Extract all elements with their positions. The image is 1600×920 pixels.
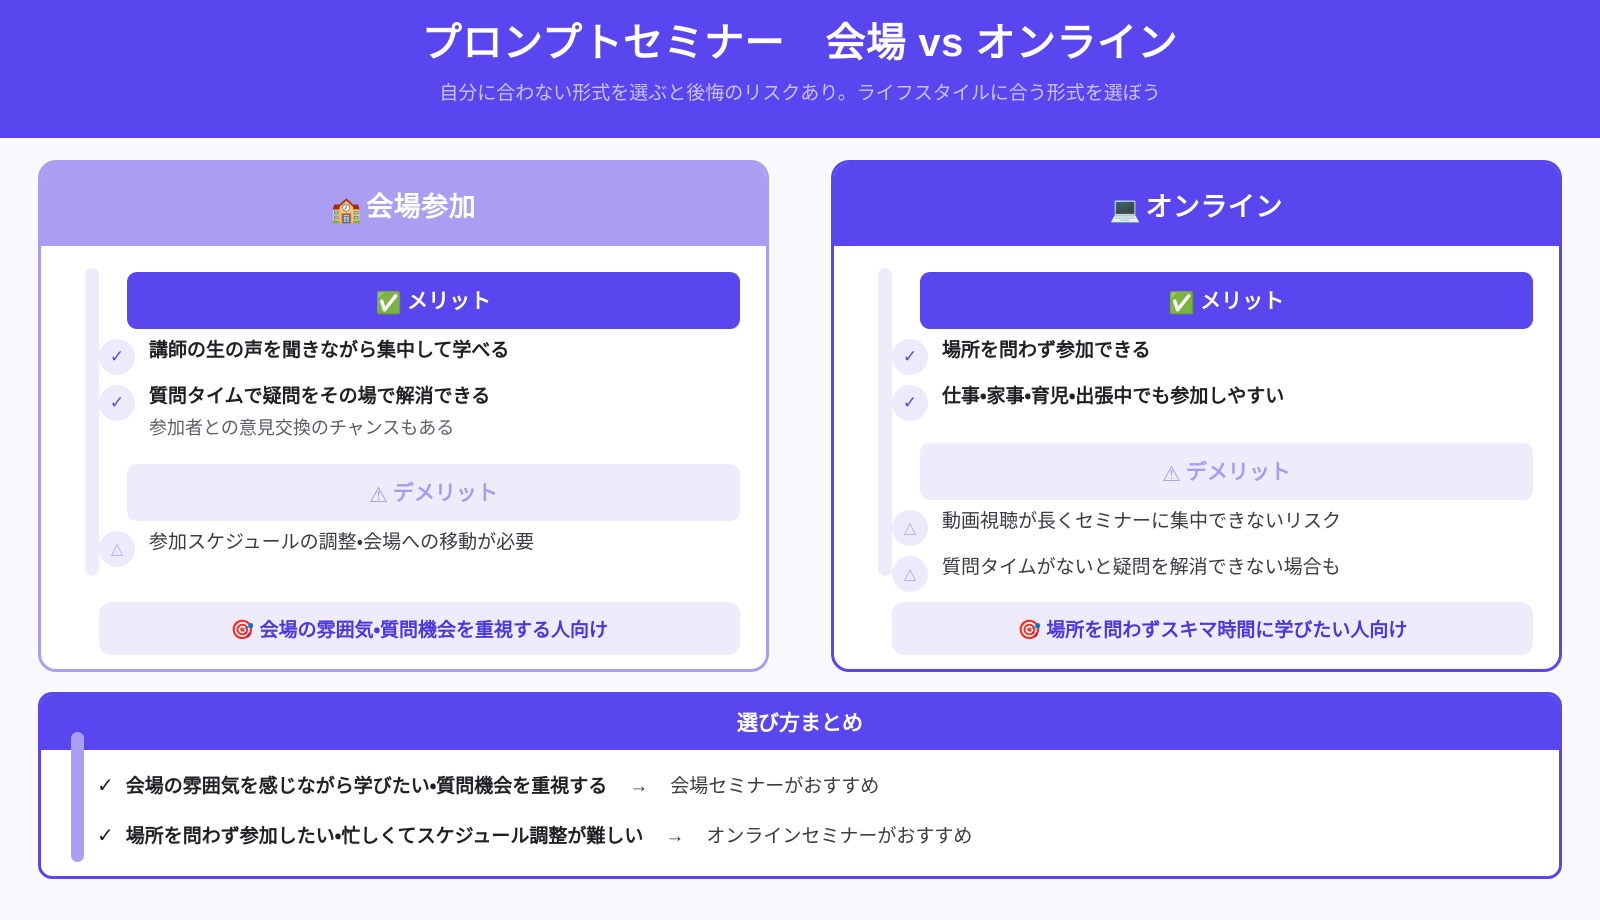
venue-footer-note: 🎯会場の雰囲気・質問機会を重視する人向け	[99, 602, 740, 655]
warning-icon: ⚠	[1162, 463, 1181, 486]
list-item: ✓ 講師の生の声を聞きながら集中して学べる	[99, 335, 740, 375]
venue-demerit-list: △ 参加スケジュールの調整・会場への移動が必要	[99, 527, 740, 567]
card-online-header: 💻オンライン	[834, 163, 1559, 246]
list-item: △ 参加スケジュールの調整・会場への移動が必要	[99, 527, 740, 567]
venue-merit-header: ✅メリット	[127, 272, 740, 329]
card-venue-title: 会場参加	[366, 192, 477, 222]
list-item-title: 参加スケジュールの調整・会場への移動が必要	[149, 531, 535, 553]
online-demerit-list: △ 動画視聴が長くセミナーに集中できないリスク △ 質問タイムがないと疑問を解消…	[892, 506, 1533, 592]
summary-section: 選び方まとめ ✓ 会場の雰囲気を感じながら学びたい・質問機会を重視する → 会場…	[38, 692, 1562, 879]
school-icon: 🏫	[330, 196, 363, 224]
list-item: ✓ 場所を問わず参加できる	[892, 335, 1533, 375]
summary-body: ✓ 会場の雰囲気を感じながら学びたい・質問機会を重視する → 会場セミナーがおす…	[41, 732, 1559, 876]
list-item: △ 質問タイムがないと疑問を解消できない場合も	[892, 552, 1533, 592]
list-item: ✓ 質問タイムで疑問をその場で解消できる 参加者との意見交換のチャンスもある	[99, 381, 740, 442]
check-mark-icon: ✅	[375, 292, 403, 315]
card-online: 💻オンライン ✅メリット ✓ 場所を問わず参加できる ✓ 仕事・家事・育児・出張…	[831, 160, 1562, 672]
summary-title: 選び方まとめ	[41, 695, 1559, 750]
card-online-title: オンライン	[1145, 192, 1284, 222]
arrow-right-icon: →	[665, 825, 685, 847]
list-item-title: 場所を問わず参加できる	[942, 340, 1151, 361]
online-demerit-label: デメリット	[1185, 461, 1291, 484]
summary-row: ✓ 場所を問わず参加したい・忙しくてスケジュール調整が難しい → オンラインセミ…	[97, 816, 1539, 857]
comparison-columns: 🏫会場参加 ✅メリット ✓ 講師の生の声を聞きながら集中して学べる ✓ 質問タイ…	[0, 138, 1600, 672]
list-item-title: 仕事・家事・育児・出張中でも参加しやすい	[942, 386, 1285, 407]
online-merit-list: ✓ 場所を問わず参加できる ✓ 仕事・家事・育児・出張中でも参加しやすい	[892, 335, 1533, 421]
summary-result: オンラインセミナーがおすすめ	[706, 825, 973, 847]
card-online-body: ✅メリット ✓ 場所を問わず参加できる ✓ 仕事・家事・育児・出張中でも参加しや…	[834, 246, 1559, 602]
summary-result: 会場セミナーがおすすめ	[670, 776, 880, 797]
list-item: ✓ 仕事・家事・育児・出張中でも参加しやすい	[892, 381, 1533, 421]
venue-demerit-label: デメリット	[392, 481, 498, 505]
venue-merit-label: メリット	[407, 290, 492, 313]
check-mark-icon: ✅	[1168, 292, 1196, 315]
target-icon: 🎯	[230, 620, 255, 641]
laptop-icon: 💻	[1109, 196, 1142, 224]
online-merit-header: ✅メリット	[920, 272, 1533, 329]
check-icon: ✓	[97, 775, 114, 797]
triangle-icon: △	[892, 556, 928, 592]
online-footer-note: 🎯場所を問わずスキマ時間に学びたい人向け	[892, 602, 1533, 655]
card-venue-body: ✅メリット ✓ 講師の生の声を聞きながら集中して学べる ✓ 質問タイムで疑問をそ…	[41, 246, 766, 602]
venue-merit-list: ✓ 講師の生の声を聞きながら集中して学べる ✓ 質問タイムで疑問をその場で解消で…	[99, 335, 740, 442]
triangle-icon: △	[892, 510, 928, 546]
page-header: プロンプトセミナー 会場 vs オンライン 自分に合わない形式を選ぶと後悔のリス…	[0, 0, 1600, 138]
card-venue: 🏫会場参加 ✅メリット ✓ 講師の生の声を聞きながら集中して学べる ✓ 質問タイ…	[38, 160, 769, 672]
check-icon: ✓	[97, 824, 114, 847]
arrow-right-icon: →	[629, 776, 649, 797]
accent-rail	[85, 268, 99, 576]
list-item-title: 質問タイムがないと疑問を解消できない場合も	[942, 557, 1341, 578]
accent-rail	[878, 268, 892, 576]
target-icon: 🎯	[1017, 620, 1042, 641]
card-venue-header: 🏫会場参加	[41, 163, 766, 246]
list-item-note: 参加者との意見交換のチャンスもある	[149, 417, 455, 438]
online-demerit-header: ⚠デメリット	[920, 443, 1533, 500]
page-subtitle: 自分に合わない形式を選ぶと後悔のリスクあり。ライフスタイルに合う形式を選ぼう	[439, 83, 1161, 104]
list-item: △ 動画視聴が長くセミナーに集中できないリスク	[892, 506, 1533, 546]
check-icon: ✓	[99, 385, 135, 421]
list-item-title: 動画視聴が長くセミナーに集中できないリスク	[942, 511, 1342, 532]
venue-footer-label: 会場の雰囲気・質問機会を重視する人向け	[259, 620, 609, 641]
list-item-title: 講師の生の声を聞きながら集中して学べる	[149, 340, 510, 361]
online-footer-label: 場所を問わずスキマ時間に学びたい人向け	[1046, 620, 1408, 641]
summary-accent-rail	[71, 732, 84, 862]
online-merit-label: メリット	[1200, 290, 1285, 313]
warning-icon: ⚠	[369, 483, 388, 507]
check-icon: ✓	[99, 339, 135, 375]
summary-condition: 会場の雰囲気を感じながら学びたい・質問機会を重視する	[125, 776, 608, 797]
venue-demerit-header: ⚠デメリット	[127, 463, 740, 521]
list-item-title: 質問タイムで疑問をその場で解消できる	[149, 386, 491, 407]
check-icon: ✓	[892, 339, 928, 375]
check-icon: ✓	[892, 385, 928, 421]
page-title: プロンプトセミナー 会場 vs オンライン	[421, 21, 1179, 65]
summary-row: ✓ 会場の雰囲気を感じながら学びたい・質問機会を重視する → 会場セミナーがおす…	[97, 766, 1539, 807]
triangle-icon: △	[99, 530, 135, 567]
summary-condition: 場所を問わず参加したい・忙しくてスケジュール調整が難しい	[125, 825, 644, 847]
